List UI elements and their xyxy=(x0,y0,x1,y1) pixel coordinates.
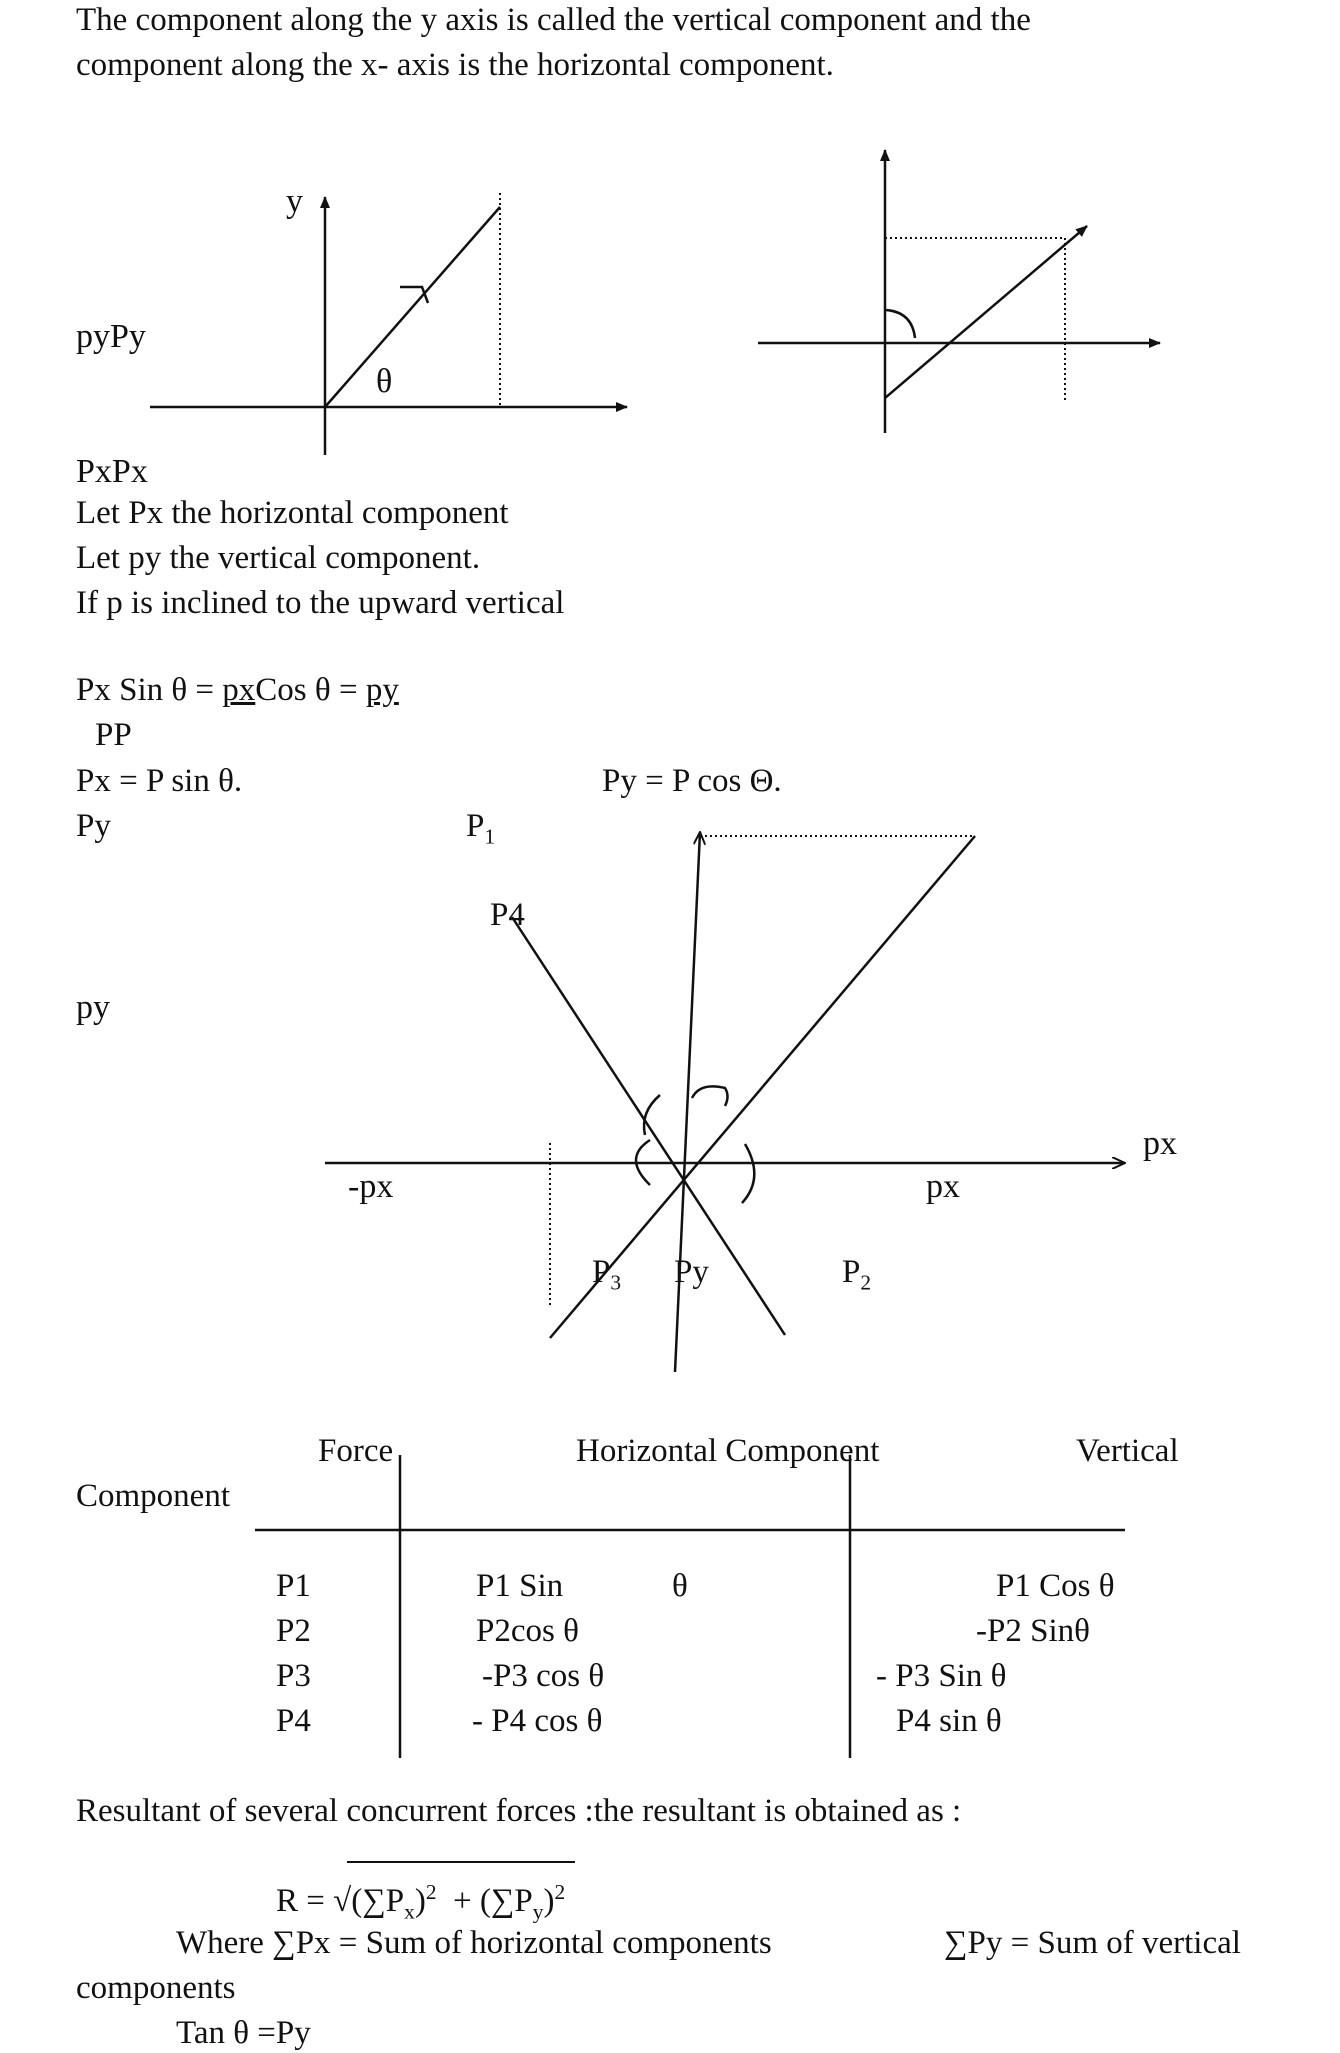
diagram2-p3-line xyxy=(549,835,976,1339)
table-horizontal-p4: - P4 cos θ xyxy=(472,1703,603,1739)
table-header-force: Force xyxy=(318,1433,394,1469)
table-horizontal-p2: P2cos θ xyxy=(476,1613,579,1649)
resultant-r-eq: R = √(∑P xyxy=(276,1883,405,1919)
resultant-equation: R = √(∑Px)2 + (∑Py)2 xyxy=(276,1880,565,1924)
table-force-p2: P2 xyxy=(276,1613,311,1649)
diagram2-p3-label: P3 xyxy=(592,1254,621,1295)
intro-line-2: component along the x- axis is the horiz… xyxy=(76,47,834,83)
resultant-r-mid: ) xyxy=(414,1883,426,1919)
diagram1b-vector xyxy=(884,225,1088,399)
resultant-r-end: ) xyxy=(543,1883,555,1919)
diagram1-vector xyxy=(324,206,501,408)
definition-vertical: Let py the vertical component. xyxy=(76,540,481,576)
resultant-components: components xyxy=(76,1970,236,2006)
formula-sin-cos: Px Sin θ = pxCos θ = py xyxy=(76,672,399,710)
diagram2-px-arrow-label: px xyxy=(1143,1125,1177,1162)
resultant-tan: Tan θ =Py xyxy=(176,2015,311,2051)
resultant-where-px: Where ∑Px = Sum of horizontal components xyxy=(176,1925,772,1961)
diagram1-y-label: y xyxy=(286,183,303,220)
table-header-component: Component xyxy=(76,1478,230,1514)
diagram2-p1-text: P xyxy=(466,808,485,844)
table-header-vertical: Vertical xyxy=(1076,1433,1179,1469)
diagram1-px-label: PxPx xyxy=(76,453,148,490)
diagram1-tick-mark xyxy=(400,285,430,304)
diagram2-neg-px-label: -px xyxy=(348,1168,394,1205)
resultant-plus: + (∑P xyxy=(436,1883,533,1919)
formula-cos-mid: Cos θ = xyxy=(255,672,366,708)
formula-py-equation: Py = P cos Θ. xyxy=(602,763,782,799)
diagram1-axes xyxy=(150,196,628,455)
formula-py-side: Py xyxy=(76,808,111,844)
diagram2-p2-label: P2 xyxy=(842,1254,871,1295)
table-horizontal-p1: P1 Sin xyxy=(476,1568,564,1604)
table-header-horizontal: Horizontal Component xyxy=(576,1433,880,1469)
diagram2-p2-text: P xyxy=(842,1254,861,1290)
table-force-p4: P4 xyxy=(276,1703,311,1739)
diagram2-p1-line xyxy=(673,832,700,1373)
resultant-x-sub: x xyxy=(404,1899,415,1924)
diagram1b-angle-arc xyxy=(885,308,917,339)
table-vertical-p1: P1 Cos θ xyxy=(996,1568,1115,1604)
definition-horizontal: Let Px the horizontal component xyxy=(76,495,509,531)
diagram2-p2-p4-line xyxy=(510,916,787,1336)
table-force-p1: P1 xyxy=(276,1568,311,1604)
diagram2-p1-sub: 1 xyxy=(484,824,496,849)
diagram2-p3-sub: 3 xyxy=(610,1270,622,1295)
resultant-square-1: 2 xyxy=(425,1880,437,1904)
table-force-p3: P3 xyxy=(276,1658,311,1694)
table-vertical-p2: -P2 Sinθ xyxy=(976,1613,1090,1649)
diagram2-p1-label: P1 xyxy=(466,808,495,849)
diagram2-angle-arcs xyxy=(634,1085,756,1204)
diagram1b-axes xyxy=(758,149,1161,433)
formula-sin-prefix: Px Sin θ = xyxy=(76,672,223,708)
table-vertical-p3: - P3 Sin θ xyxy=(876,1658,1007,1694)
formula-px-equation: Px = P sin θ. xyxy=(76,763,243,799)
formula-sin-numerator: px xyxy=(222,672,256,708)
formula-cos-numerator: py xyxy=(365,672,399,708)
table-horizontal-p3: -P3 cos θ xyxy=(482,1658,605,1694)
diagram2-px-mid-label: px xyxy=(926,1168,960,1205)
table-horizontal-theta: θ xyxy=(672,1568,688,1604)
resultant-square-2: 2 xyxy=(554,1880,566,1904)
diagram1-theta-label: θ xyxy=(376,363,393,400)
diagram2-p2-sub: 2 xyxy=(860,1270,872,1295)
formula-denominators: PP xyxy=(95,717,132,753)
diagram2-py-left-label: py xyxy=(76,989,110,1026)
diagram1-py-label: pyPy xyxy=(76,318,146,355)
diagram2-py-bottom-label: Py xyxy=(674,1254,709,1290)
resultant-intro: Resultant of several concurrent forces :… xyxy=(76,1793,962,1829)
intro-line-1: The component along the y axis is called… xyxy=(76,2,1031,38)
resultant-y-sub: y xyxy=(532,1899,544,1924)
diagram2-p4-label: P4 xyxy=(490,897,525,933)
diagram2-p3-text: P xyxy=(592,1254,611,1290)
table-vertical-p4: P4 sin θ xyxy=(896,1703,1002,1739)
definition-inclined: If p is inclined to the upward vertical xyxy=(76,585,565,621)
resultant-where-py: ∑Py = Sum of vertical xyxy=(944,1925,1241,1961)
